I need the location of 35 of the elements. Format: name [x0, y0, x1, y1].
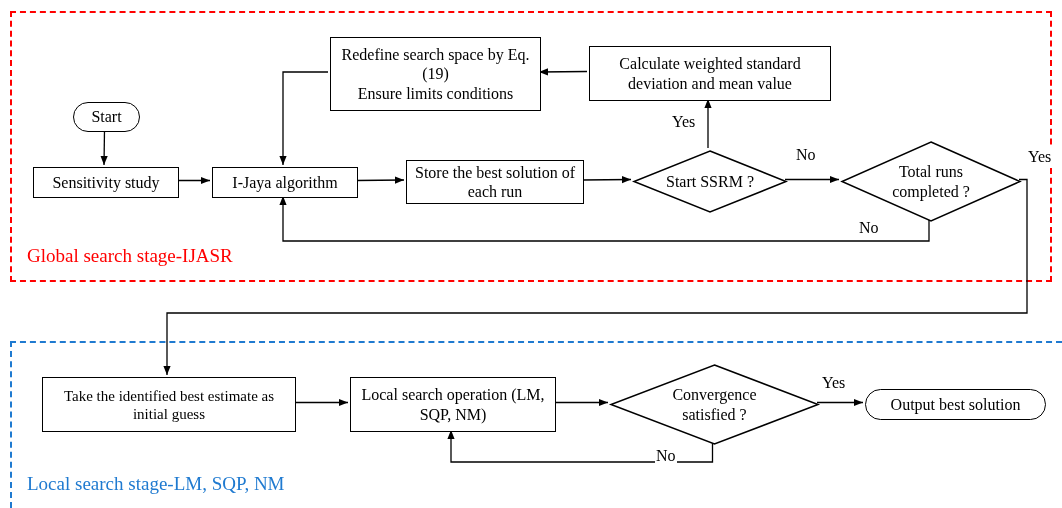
- step-text: Calculate weighted standard deviation and mean value: [618, 54, 802, 93]
- decision-diamond: [841, 141, 1021, 222]
- step-text: Take the identified best estimate as initial guess: [62, 386, 276, 423]
- process-box: [42, 377, 296, 432]
- stage-region: [10, 11, 1052, 282]
- step-text: Store the best solution of each run: [414, 162, 576, 202]
- decision-diamond: [633, 150, 787, 213]
- step-text: I-Jaya algorithm: [232, 172, 338, 193]
- edge-label: Yes: [1027, 148, 1053, 166]
- process-box: [330, 37, 541, 111]
- step-text: Output best solution: [890, 394, 1021, 415]
- terminal-box: [73, 102, 140, 132]
- step-text: Total runs completed ?: [891, 162, 971, 201]
- arrow: [163, 178, 1028, 376]
- step-text: Sensitivity study: [52, 172, 160, 193]
- decision-diamond: [610, 364, 819, 445]
- arrow: [784, 175, 840, 184]
- process-box: [350, 377, 556, 432]
- step-text: Local search operation (LM, SQP, NM): [360, 385, 546, 424]
- step-text: Start: [91, 107, 122, 127]
- stage-title: Local search stage-LM, SQP, NM: [27, 473, 285, 495]
- arrow: [816, 398, 864, 407]
- process-box: [212, 167, 358, 198]
- step-text: Redefine search space by Eq. (19): [340, 45, 531, 84]
- step-text: Start SSRM ?: [666, 171, 754, 192]
- process-box: [589, 46, 831, 101]
- stage-title: Global search stage-IJASR: [27, 245, 233, 267]
- arrow: [279, 71, 329, 166]
- process-box: [406, 160, 584, 204]
- process-box: [33, 167, 179, 198]
- stage-region: [10, 341, 1062, 508]
- step-text: Ensure limits conditions: [357, 83, 514, 103]
- terminal-box: [865, 389, 1046, 420]
- step-text: Convergence satisfied ?: [671, 385, 758, 424]
- edge-label: No: [655, 447, 677, 465]
